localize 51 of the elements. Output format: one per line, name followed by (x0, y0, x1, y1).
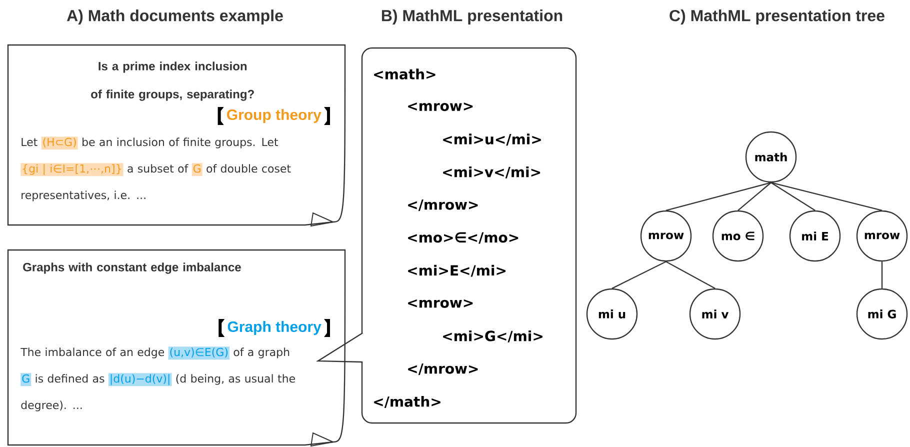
code-line: <mi>E</mi> (408, 264, 506, 277)
node-label: The imbalance of an edge (20, 348, 164, 358)
code-line: </math> (374, 396, 440, 408)
node-label: Let (22, 138, 38, 146)
tree-node: mo ∈ (712, 210, 764, 262)
code-line: <math> (374, 68, 436, 80)
question-title: Is a prime index inclusion of finite groups, separating? (91, 62, 254, 101)
node-label: (d being, as usual the (176, 374, 295, 385)
body-text: The imbalance of an edge (u,v)∈E(G) of a graph G is defined as |d(u)−d(v)| (d being, as usual the degree). ... (20, 346, 295, 412)
tree-node: math (745, 131, 797, 183)
node-label: be an inclusion of finite groups. Let (82, 138, 278, 148)
tree-node: mrow (640, 210, 692, 262)
node-label: representatives, i.e. ... (22, 190, 146, 202)
tree-edge (881, 262, 883, 288)
tree-edge (770, 182, 882, 211)
code-line: <mrow> (408, 299, 473, 308)
tree-node: mi v (689, 288, 741, 340)
tree-node: mi G (856, 288, 908, 340)
panel-heading: A) Math documents example (66, 10, 283, 24)
question-title: Graphs with constant edge imbalance (23, 262, 241, 274)
node-label: |d(u)−d(v)| (110, 374, 170, 386)
code-line: <mi>v</mi> (443, 166, 540, 178)
tree-edge (666, 182, 772, 211)
panel-heading: C) MathML presentation tree (670, 10, 884, 24)
code-line: </mrow> (408, 199, 478, 211)
tree-edge (666, 261, 716, 289)
node-label: (u,v)∈E(G) (170, 348, 228, 358)
tree-edge (612, 261, 666, 289)
node-label: of double coset (206, 164, 291, 173)
node-label: a subset of (128, 164, 188, 173)
tree-node: mrow (856, 210, 908, 262)
node-label: G (22, 374, 30, 383)
code-line: <mrow> (408, 102, 473, 112)
node-label: (H⊂G) (43, 138, 76, 148)
topic-tag: Graph theory (218, 319, 330, 337)
node-label: degree). ... (21, 400, 82, 412)
code-line: <mi>G</mi> (443, 330, 542, 342)
node-label: G (193, 164, 200, 173)
code-line: </mrow> (408, 363, 478, 375)
body-text: Let (H⊂G) be an inclusion of finite groups. Let {gi | i∈I=[1,⋯,n]} a subset of G of double coset representatives, i.e. ... (20, 136, 291, 202)
node-label: is defined as (36, 374, 104, 383)
panel-heading: B) MathML presentation (382, 10, 562, 24)
tree-edge (770, 182, 816, 211)
code-line: <mi>u</mi> (443, 134, 541, 146)
code-line: <mo>∈</mo> (408, 232, 518, 244)
tree-node: mi u (586, 288, 638, 340)
tree-edge (738, 182, 772, 211)
node-label: of a graph (234, 348, 290, 358)
topic-tag: Group theory (218, 107, 330, 125)
tree-node: mi E (789, 210, 841, 262)
node-label: {gi | i∈I=[1,⋯,n]} (22, 164, 121, 176)
